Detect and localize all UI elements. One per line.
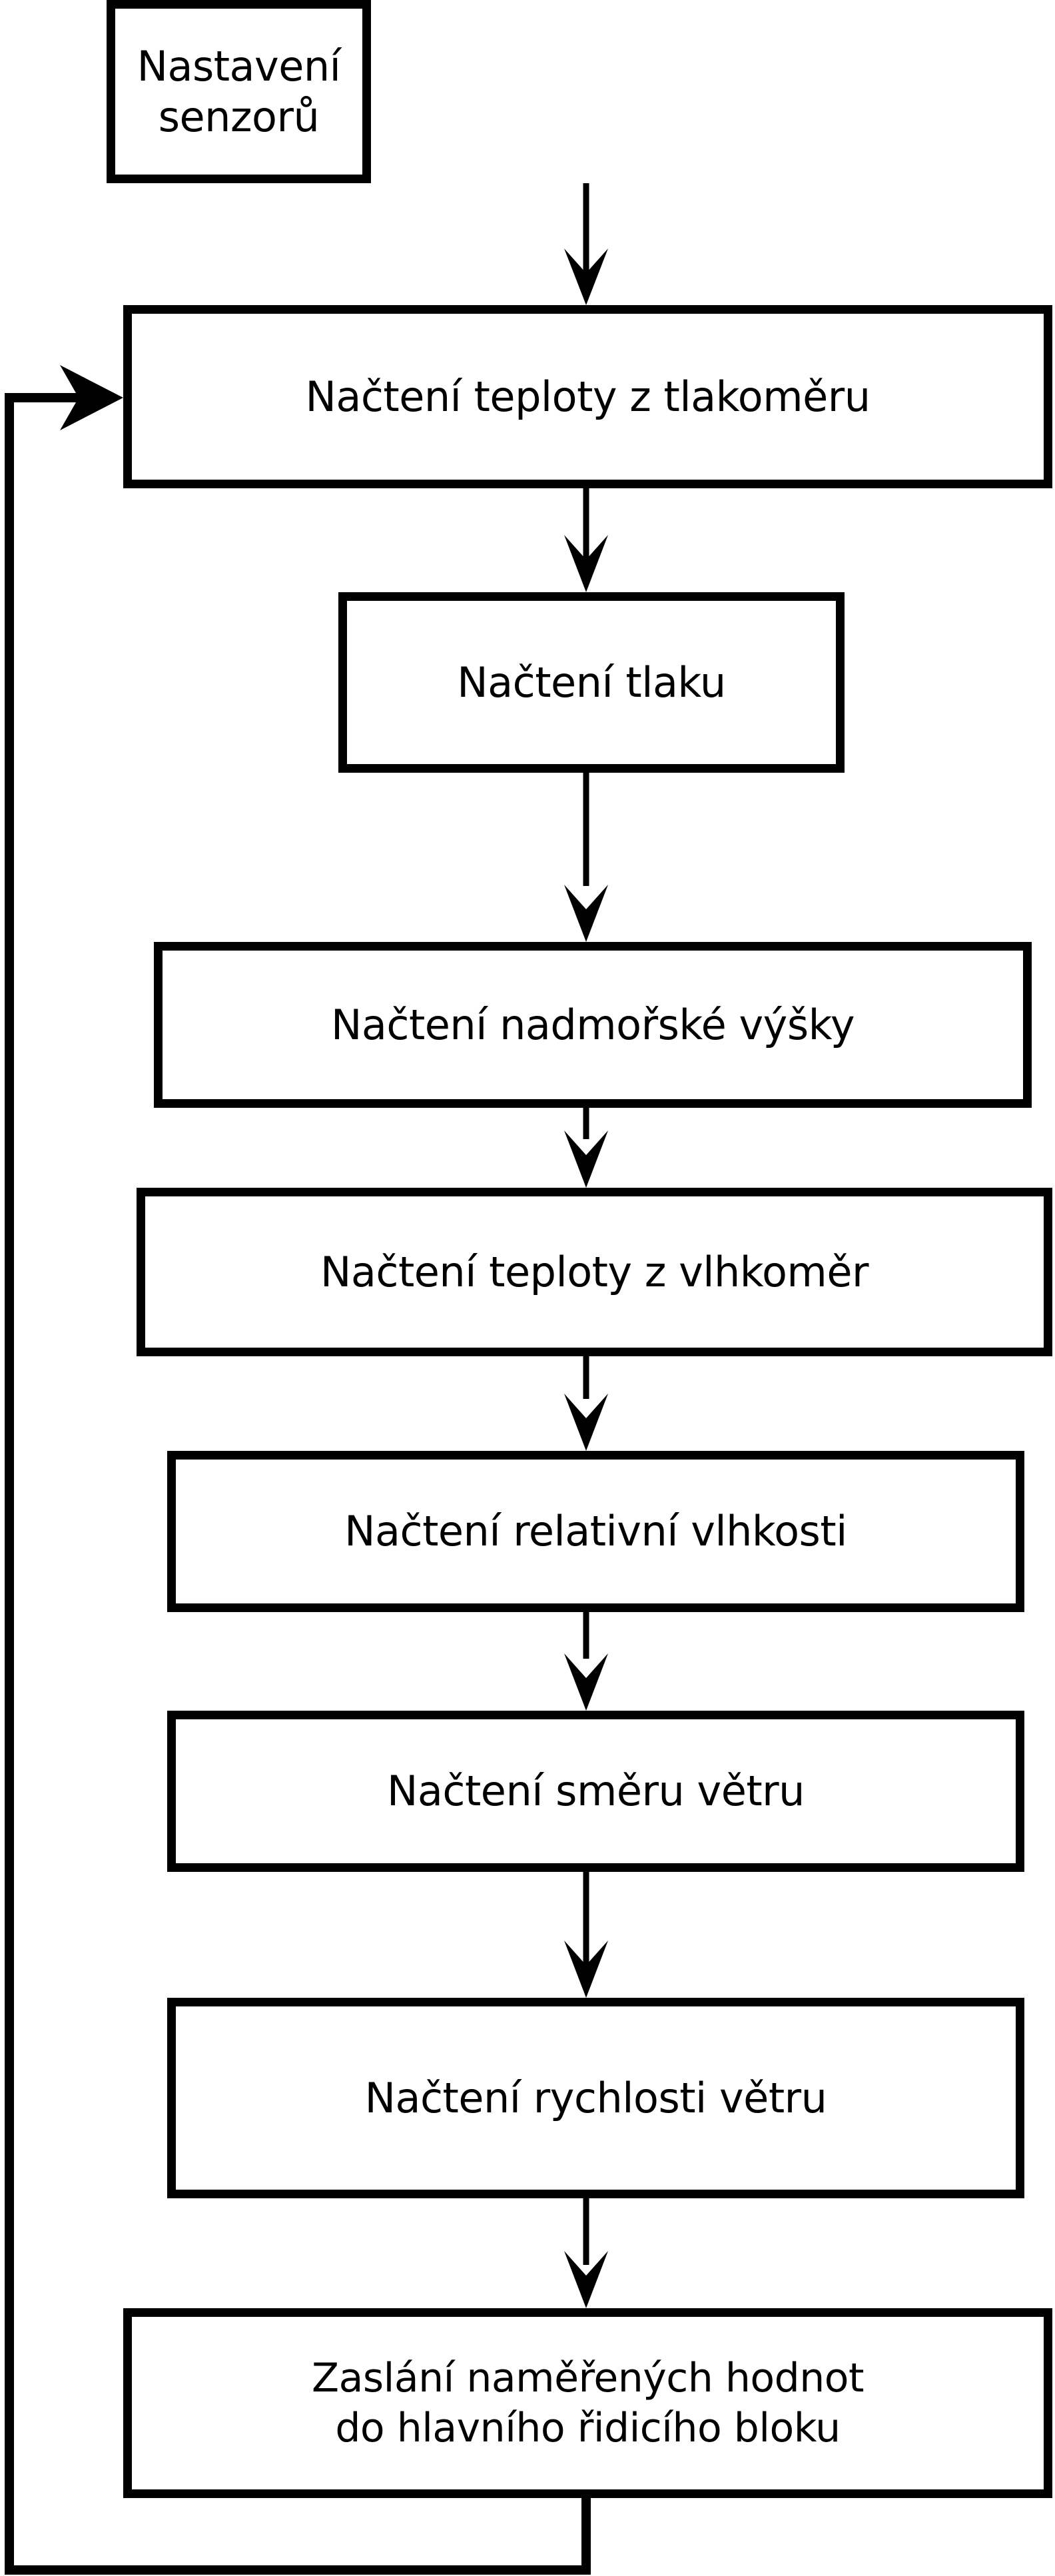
process-node-nacteni-relativni-vlhkosti[interactable]: Načtení relativní vlhkosti — [167, 1451, 1024, 1612]
edge-node5-to-node6 — [564, 1356, 608, 1451]
node-label: Načtení směru větru — [387, 1767, 805, 1816]
process-node-nacteni-smeru-vetru[interactable]: Načtení směru větru — [167, 1711, 1024, 1872]
edge-node6-to-node7 — [564, 1612, 608, 1711]
edge-node1-to-node2 — [564, 183, 608, 305]
node-label: Načtení teploty z vlhkoměr — [320, 1247, 869, 1296]
node-label: Načtení tlaku — [457, 657, 726, 707]
edge-node4-to-node5 — [564, 1108, 608, 1188]
edge-node9-to-node2-feedback — [5, 365, 591, 2575]
process-node-nastaveni-senzoru[interactable]: Nastavení senzorů — [107, 0, 371, 183]
node-label: Zaslání naměřených hodnot do hlavního ři… — [312, 2354, 864, 2451]
edge-node8-to-node9 — [564, 2198, 608, 2308]
process-node-nacteni-teploty-z-tlakomeru[interactable]: Načtení teploty z tlakoměru — [123, 305, 1052, 488]
edge-node3-to-node4 — [564, 773, 608, 942]
process-node-nacteni-nadmorske-vysky[interactable]: Načtení nadmořské výšky — [154, 942, 1032, 1108]
node-label: Nastavení senzorů — [137, 41, 341, 141]
process-node-zaslani-namerenych-hodnot[interactable]: Zaslání naměřených hodnot do hlavního ři… — [123, 2308, 1052, 2498]
node-label: Načtení rychlosti větru — [364, 2073, 827, 2122]
node-label: Načtení nadmořské výšky — [330, 1000, 855, 1049]
process-node-nacteni-tlaku[interactable]: Načtení tlaku — [338, 592, 845, 773]
process-node-nacteni-rychlosti-vetru[interactable]: Načtení rychlosti větru — [167, 1998, 1024, 2198]
node-label: Načtení teploty z tlakoměru — [305, 372, 871, 421]
process-node-nacteni-teploty-z-vlhkomer[interactable]: Načtení teploty z vlhkoměr — [137, 1188, 1052, 1356]
edge-node2-to-node3 — [564, 488, 608, 592]
edge-node7-to-node8 — [564, 1872, 608, 1998]
node-label: Načtení relativní vlhkosti — [344, 1507, 847, 1556]
